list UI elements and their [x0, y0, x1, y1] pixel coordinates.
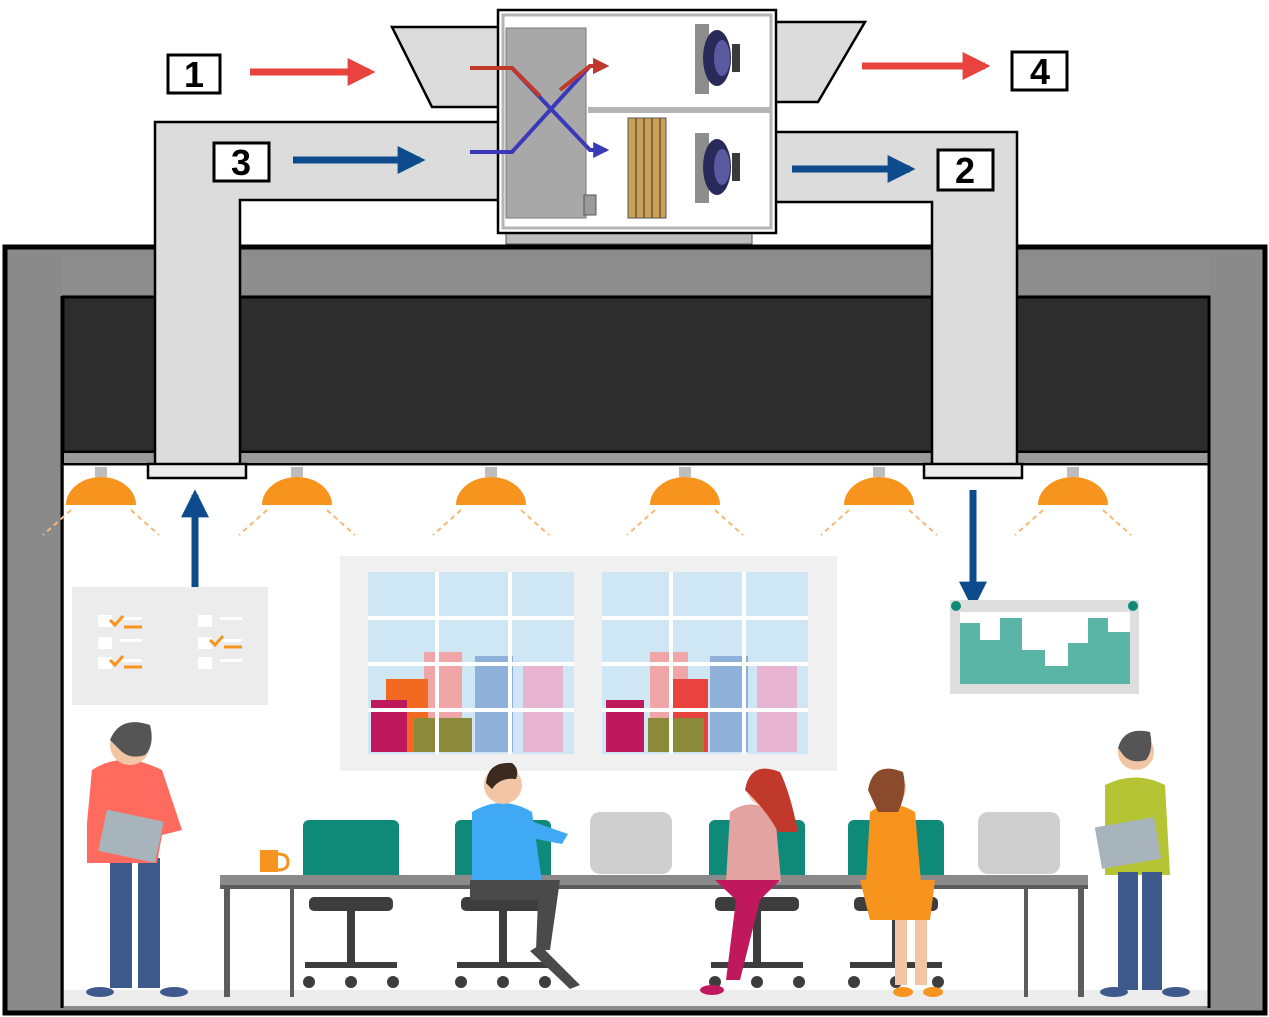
- left-wall: [8, 250, 62, 1010]
- office-worker-icon: [86, 722, 188, 997]
- fan-icon: [695, 24, 740, 94]
- ceiling-lamp-icon: [42, 467, 160, 536]
- duct-system: [146, 20, 1024, 480]
- wall-chart-icon: [950, 600, 1139, 694]
- city-window-icon: [368, 572, 574, 754]
- laptop-icon: [590, 812, 672, 874]
- air-handling-unit: [470, 8, 778, 245]
- ceiling-lamp-icon: [626, 467, 744, 536]
- windows: [340, 556, 837, 771]
- label-4-text: 4: [1030, 51, 1050, 92]
- office-worker-icon: [1094, 730, 1190, 997]
- label-2-text: 2: [955, 150, 975, 191]
- laptop-icon: [978, 812, 1060, 874]
- floor: [64, 990, 1208, 1006]
- ceiling-lamp-icon: [820, 467, 938, 536]
- checklist-board-icon: [72, 587, 268, 705]
- right-wall: [1210, 296, 1262, 1010]
- desk-top: [220, 875, 1088, 885]
- ceiling-lamp-icon: [1014, 467, 1132, 536]
- label-3: 3: [212, 141, 271, 183]
- office-worker-icon: [860, 768, 943, 997]
- filter-icon: [627, 117, 667, 219]
- supply-grille: [922, 462, 1024, 480]
- label-1-text: 1: [184, 54, 204, 95]
- label-1: 1: [166, 53, 222, 95]
- chair-back: [303, 820, 399, 882]
- ceiling-lamps: [42, 467, 1132, 536]
- office-worker-icon: [700, 768, 798, 995]
- internal-flow-arrows: [470, 58, 610, 158]
- extract-grille: [146, 462, 248, 480]
- city-window-icon: [602, 572, 808, 754]
- label-2: 2: [936, 148, 995, 192]
- warm-path: [470, 66, 542, 98]
- crossflow-heat-exchanger-icon: [505, 27, 587, 219]
- fan-icon: [695, 133, 740, 203]
- office-worker-icon: [470, 762, 580, 989]
- ceiling-lamp-icon: [238, 467, 356, 536]
- label-3-text: 3: [231, 142, 251, 183]
- exhaust-hood: [773, 20, 868, 104]
- ceiling-lamp-icon: [432, 467, 550, 536]
- mug-icon: [260, 850, 290, 872]
- label-4: 4: [1010, 50, 1069, 92]
